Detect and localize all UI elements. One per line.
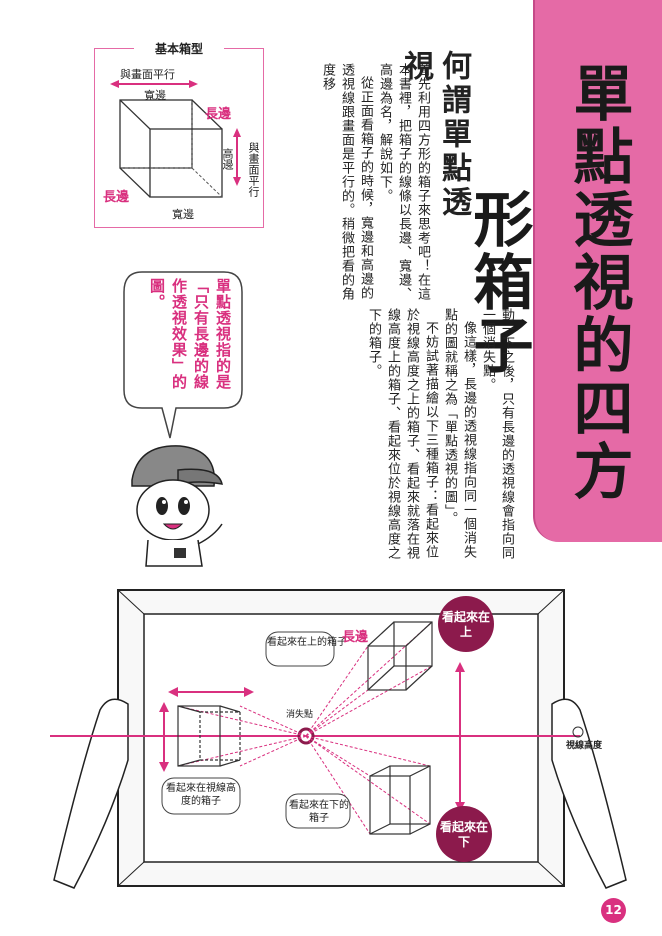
callout-on-eye-bubble [161,777,241,815]
main-paragraph-3: 不妨試著描繪以下三種箱子：看起來位於視線高度之上的箱子、看起來就落在視線高度上的… [366,308,438,560]
label-parallel-side: 與畫面平行 [247,142,260,197]
callout-above-text: 看起來在上的箱子 [267,637,347,648]
character-illustration [131,445,223,567]
label-width-top: 寬邊 [144,89,166,102]
page-title: 單點透視的四方形箱子 [463,61,633,503]
intro-paragraph-1: 首先利用四方形的箱子來思考吧！在這本書裡，把箱子的線條以長邊、寬邊、高邊為名，解… [377,63,430,301]
eye-level-label: 視線高度 [566,741,603,751]
perspective-illustration [50,589,627,889]
speech-bubble [123,271,243,439]
callout-on-eye-text: 看起來在視線高度的箱子 [166,783,236,807]
arrow-head-up [233,128,241,137]
left-hand-icon [53,698,129,889]
box-above [367,621,433,691]
right-hand-icon [551,698,627,889]
label-parallel-top: 與畫面平行 [120,68,175,81]
box-edge-br [191,167,223,198]
basic-box-diagram [110,80,241,198]
arrow-head-down [233,177,241,186]
label-height: 高邊 [221,148,234,170]
circle-above-text: 看起來在上 [442,610,491,639]
circle-below [436,806,492,862]
box-edge-bl [119,167,151,198]
box-edge-tl [119,99,151,130]
circle-below-text: 看起來在下 [440,820,489,849]
label-width-bottom: 寬邊 [172,208,194,221]
section-heading: 何謂單點透視 [398,50,471,220]
vanishing-point-label: 消失點 [286,710,314,720]
label-long-right: 長邊 [205,107,232,122]
label-long-left: 長邊 [103,190,130,205]
circle-above [438,596,494,652]
intro-text: 首先利用四方形的箱子來思考吧！在這本書裡，把箱子的線條以長邊、寬邊、高邊為名，解… [308,63,432,303]
arrow-head-left [110,80,119,88]
page-number: 12 [601,898,626,923]
intro-paragraph-2: 從正面看箱子的時候，寬邊和高邊的透視線跟畫面是平行的。稍微把看的角度移 [320,63,373,301]
basic-box-title: 基本箱型 [134,40,224,56]
speech-bubble-text: 單點透視指的是「只有長邊的線作透視效果」的圖。 [148,278,232,390]
arrow-head-right [189,80,198,88]
main-paragraph-2: 像這樣，長邊的透視線指向同一個消失點的圖就稱之為「單點透視的圖」。 [442,308,476,559]
main-text: 動一下之後，只有長邊的透視線會指向同一個消失點。 像這樣，長邊的透視線指向同一個… [344,308,516,568]
box-edge-tr [191,99,223,130]
main-paragraph-1: 動一下之後，只有長邊的透視線會指向同一個消失點。 [480,308,514,560]
title-tab-background [533,0,662,542]
label-long-edge: 長邊 [342,630,369,645]
callout-below-text: 看起來在下的箱子 [289,800,349,824]
eye-icon [572,726,584,738]
box-on-eye-level [177,705,241,767]
face-icon [136,479,210,541]
callout-below-bubble [285,793,351,829]
box-front-face [149,128,223,198]
callout-above-bubble [265,631,335,667]
box-below [369,765,431,835]
